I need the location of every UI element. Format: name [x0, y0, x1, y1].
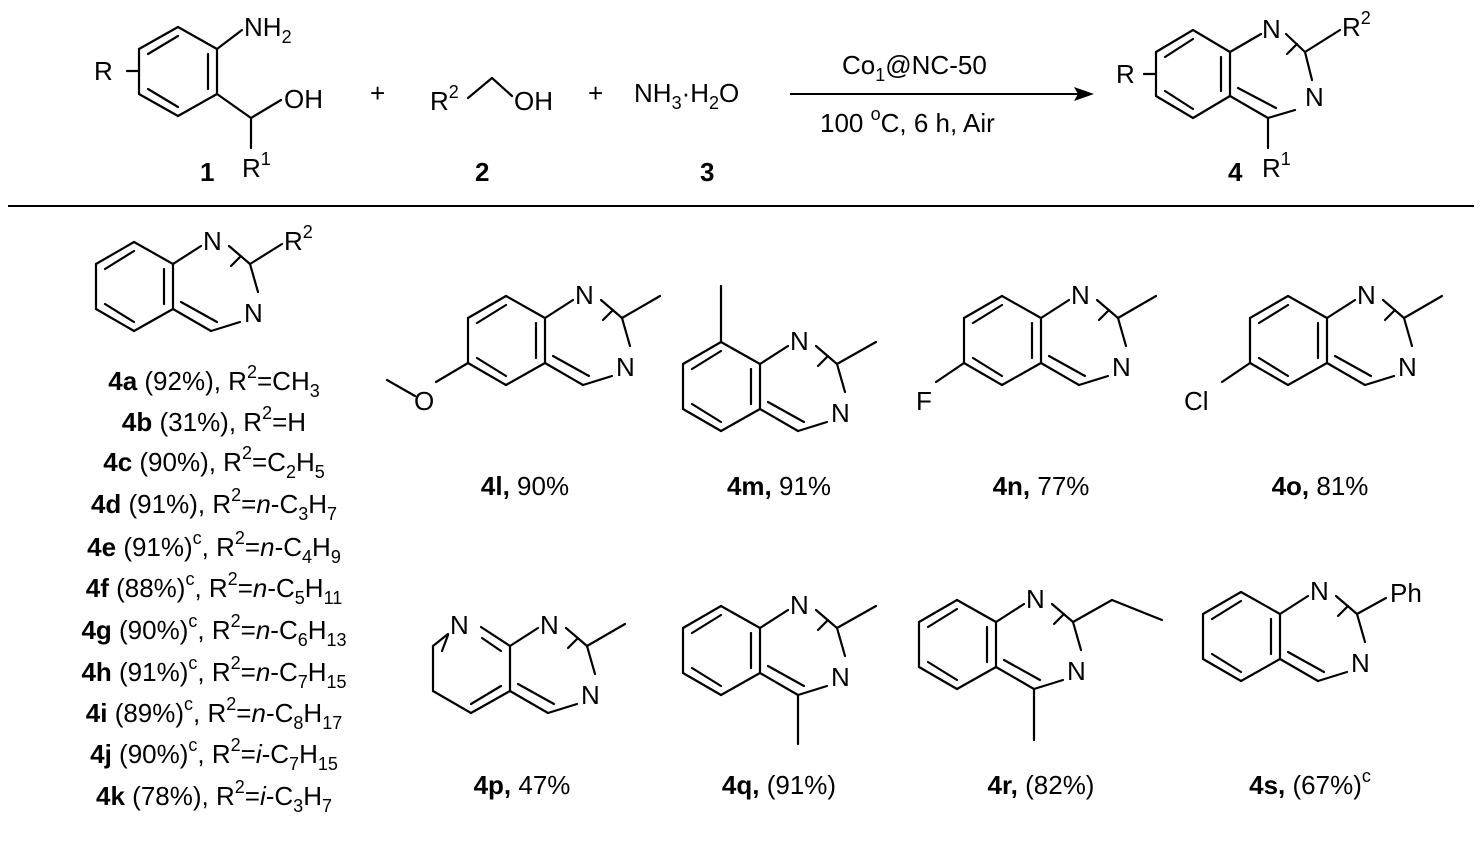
reaction-arrow — [790, 87, 1094, 101]
compound-4l-n1: N — [575, 280, 594, 310]
caption-4l: 4l, 90% — [481, 471, 569, 501]
compound-4p-n1: N — [540, 610, 559, 640]
compound-4r-n3: N — [1067, 656, 1086, 686]
caption-4o: 4o, 81% — [1272, 471, 1369, 501]
reactant-3-number: 3 — [700, 157, 714, 187]
reactant-2-r2-label: R2 — [430, 82, 459, 116]
series-entry-4d: 4d (91%), R2=n-C3H7 — [91, 485, 337, 524]
series-entry-4k: 4k (78%), R2=i-C3H7 — [96, 777, 332, 816]
product-4-number: 4 — [1228, 157, 1243, 187]
series-entry-4b: 4b (31%), R2=H — [122, 403, 306, 437]
product-4-r-label: R — [1116, 59, 1135, 89]
series-entry-4f: 4f (88%)c, R2=n-C5H11 — [86, 569, 343, 608]
reactant-2-number: 2 — [475, 157, 489, 187]
product-4-r1-label: R1 — [1262, 149, 1291, 183]
header-r2-label: R2 — [284, 222, 313, 256]
compound-4r-n1: N — [1026, 584, 1045, 614]
compound-4o-structure — [1220, 294, 1444, 387]
plus-sign-1: + — [370, 78, 385, 108]
compound-4o-n1: N — [1357, 280, 1376, 310]
compound-4n-n3: N — [1112, 352, 1131, 382]
caption-4m: 4m, 91% — [727, 471, 831, 501]
compound-4s-n3: N — [1351, 648, 1370, 678]
plus-sign-2: + — [588, 78, 603, 108]
compound-4o-cl-label: Cl — [1184, 386, 1209, 416]
compound-4m-structure — [681, 284, 878, 433]
series-entry-4i: 4i (89%)c, R2=n-C8H17 — [86, 694, 342, 733]
reactant-2-oh-label: OH — [514, 86, 553, 116]
compound-4s-structure — [1201, 590, 1388, 683]
reactant-1-oh-label: OH — [284, 84, 323, 114]
reactant-2-structure — [466, 76, 514, 100]
compound-4p-structure — [431, 622, 627, 715]
compound-4p-n8: N — [450, 610, 469, 640]
compound-4q-structure — [681, 604, 878, 746]
compound-4n-f-label: F — [916, 386, 932, 416]
reactant-1-number: 1 — [200, 157, 214, 187]
compound-4l-structure — [385, 294, 662, 398]
compound-4n-structure — [934, 294, 1158, 387]
product-4-n3-label: N — [1305, 82, 1324, 112]
series-entry-4j: 4j (90%)c, R2=i-C7H15 — [90, 735, 338, 774]
caption-4p: 4p, 47% — [474, 770, 571, 800]
series-entry-4g: 4g (90%)c, R2=n-C6H13 — [81, 611, 346, 650]
compound-4p-n3: N — [581, 680, 600, 710]
compound-4l-n3: N — [616, 352, 635, 382]
compound-4r-structure — [917, 598, 1164, 742]
series-entry-4h: 4h (91%)c, R2=n-C7H15 — [81, 653, 346, 692]
product-4-n1-label: N — [1262, 14, 1281, 44]
product-4-structure — [1142, 28, 1342, 150]
reactant-1-r1-label: R1 — [242, 149, 271, 183]
reactant-1-nh2-label: NH2 — [244, 12, 292, 47]
catalyst-label: Co1@NC-50 — [842, 50, 987, 85]
product-4-r2-label: R2 — [1342, 8, 1371, 42]
compound-4n-n1: N — [1071, 280, 1090, 310]
conditions-label: 100 oC, 6 h, Air — [820, 104, 995, 138]
compound-4s-ph-label: Ph — [1390, 578, 1422, 608]
compound-captions: 4l, 90% 4m, 91% 4n, 77% 4o, 81% 4p, 47% 4q, (… — [474, 471, 1371, 800]
caption-4n: 4n, 77% — [993, 471, 1090, 501]
generic-quinazoline-structure — [94, 240, 284, 333]
compound-4l-o-label: O — [414, 386, 434, 416]
header-n3-label: N — [244, 298, 263, 328]
compound-4m-n1: N — [790, 326, 809, 356]
reactant-1-structure — [125, 25, 283, 150]
caption-4r: 4r, (82%) — [988, 770, 1095, 800]
series-entry-4a: 4a (92%), R2=CH3 — [108, 362, 320, 401]
caption-4q: 4q, (91%) — [722, 770, 836, 800]
reactant-1-r-label: R — [94, 56, 113, 86]
caption-4s: 4s, (67%)c — [1249, 766, 1371, 800]
series-entry-4c: 4c (90%), R2=C2H5 — [103, 443, 325, 482]
reactant-3-formula: NH3·H2O — [634, 78, 739, 113]
compound-4q-n3: N — [831, 662, 850, 692]
compound-4m-n3: N — [831, 398, 850, 428]
header-n1-label: N — [203, 226, 222, 256]
compound-4o-n3: N — [1398, 352, 1417, 382]
compound-4s-n1: N — [1310, 576, 1329, 606]
series-entry-4e: 4e (91%)c, R2=n-C4H9 — [87, 528, 341, 567]
compound-4q-n1: N — [790, 590, 809, 620]
